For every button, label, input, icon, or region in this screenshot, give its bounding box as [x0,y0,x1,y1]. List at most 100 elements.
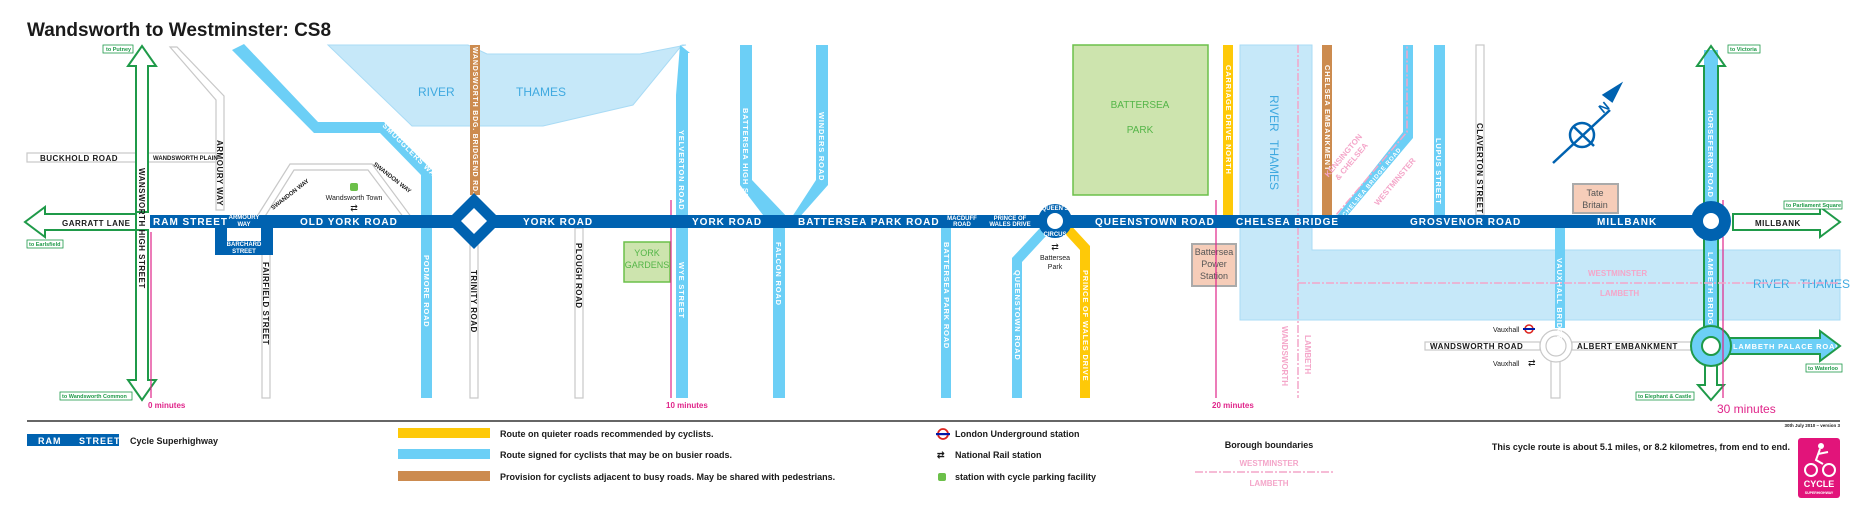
queens-circus-label-2: CIRCUS [1043,232,1066,238]
fairfield-street-label: FAIRFIELD STREET [261,262,270,345]
vauxhall-bridge [1555,228,1565,328]
arrow-to-wandsworth-common [126,229,158,402]
battersea-power-station [1191,243,1237,287]
logo-superhighway-text: SUPERHIGHWAY [1805,491,1834,495]
arrow-to-victoria [1695,44,1727,210]
macduff-small-1: MACDUFF [947,216,977,222]
vauxhall-bridge-label: VAUXHALL BRIDGE [1555,258,1564,341]
vauxhall-rail-label: Vauxhall [1493,361,1520,368]
chelsea-embankment-label: CHELSEA EMBANKMENT [1323,65,1332,171]
trinity-road-label: TRINITY ROAD [469,270,478,333]
arrow-to-earlsfield [23,205,137,239]
river-thames-area-west [326,44,687,127]
legend-superhighway-label: Cycle Superhighway [130,436,218,446]
horseferry-road [1704,50,1718,210]
wandsworth-plain-label: WANDSWORTH PLAIN [153,156,218,162]
lambeth-palace-road-label: LAMBETH PALACE ROAD [1733,342,1841,351]
segment-chelsea-bridge: CHELSEA BRIDGE [1236,217,1339,228]
buckhold-road-label: BUCKHOLD ROAD [40,154,118,163]
armoury-way-small-2: WAY [237,222,250,228]
legend-boroughs-title: Borough boundaries [1225,440,1314,450]
prince-of-wales-drive-branch [1058,220,1090,398]
tate-label-2: Britain [1582,200,1608,210]
river-thames-area-east [1239,44,1841,321]
river-label-chelsea: RIVER [1267,95,1281,132]
millbank-roundabout-inner [1703,213,1719,229]
legend-cycle-parking-icon [938,473,946,481]
borough-lambeth: LAMBETH [1600,289,1639,298]
carriage-drive-north-label: CARRIAGE DRIVE NORTH [1224,65,1233,175]
armoury-way-road [168,46,225,211]
cs8-route-line [150,215,1708,228]
tag-putney: to Putney [106,47,132,53]
vauxhall-south-road [1550,359,1561,399]
legend-boroughs-bottom: LAMBETH [1249,479,1288,488]
segment-grosvenor-road: GROSVENOR ROAD [1410,217,1521,228]
segment-york-road-1: YORK ROAD [523,217,593,228]
wandsworth-road-label: WANDSWORTH ROAD [1430,342,1523,351]
battersea-high-street-label: BATTERSEA HIGH STREET [741,108,750,222]
battersea-park-label-2: PARK [1127,125,1154,136]
rail-icon-vauxhall: ⇄ [1528,358,1536,368]
tag-victoria-box [1727,44,1761,54]
legend-underground: London Underground station [955,429,1079,439]
distance-note: This cycle route is about 5.1 miles, or … [1492,442,1790,452]
legend-superhighway-sample: RAM STREET [38,436,121,446]
prince-of-wales-drive-label: PRINCE OF WALES DRIVE [1081,270,1090,381]
smugglers-way-podmore-road [232,44,432,398]
tag-waterloo: to Waterloo [1808,366,1839,372]
battersea-park-station-2: Park [1048,264,1063,271]
yelverton-road-label: YELVERTON ROAD [677,130,686,211]
power-station-label-3: Station [1200,271,1228,281]
tag-wandsworth-common: to Wandsworth Common [62,394,128,400]
york-gardens-label-1: YORK [634,248,660,258]
lambeth-bridge-label: LAMBETH BRIDGE [1706,252,1715,331]
river-label-east: RIVER [1753,277,1790,291]
chelsea-embankment [1322,45,1332,217]
millbank-east-label: MILLBANK [1755,219,1801,228]
legend-boroughs-top: WESTMINSTER [1239,459,1298,468]
minutes-30: 30 minutes [1717,402,1776,416]
winders-road-label: WINDERS ROAD [817,112,826,181]
wandsworth-town-station: Wandsworth Town ⇄ [326,183,383,213]
queenstown-road-label: QUEENSTOWN ROAD [1013,270,1022,361]
boundary-kensington-westminster [1298,45,1408,223]
lambeth-roundabout-inner [1701,336,1721,356]
arrow-to-putney [126,44,158,213]
legend-provision: Provision for cyclists adjacent to busy … [500,472,835,482]
thames-label-east: THAMES [1800,277,1850,291]
legend-quieter-swatch [398,428,490,438]
tag-earlsfield: to Earlsfield [29,242,60,248]
rail-icon: ⇄ [350,203,358,213]
vauxhall-gyratory-inner [1545,335,1567,357]
queens-circus-inner [1047,213,1063,229]
armoury-way-small-1: ARMOURY [229,215,260,221]
compass-north-icon [1552,81,1624,164]
underground-icon-vauxhall [1523,324,1535,334]
legend-rail: National Rail station [955,450,1042,460]
wandsworth-town-label: Wandsworth Town [326,195,383,202]
lupus-street-label: LUPUS STREET [1434,138,1443,205]
borough-westminster: WESTMINSTER [1588,269,1647,278]
legend-signed: Route signed for cyclists that may be on… [500,450,732,460]
tag-parliament-square-box [1783,200,1843,210]
tate-label-1: Tate [1586,188,1603,198]
legend-provision-swatch [398,471,490,481]
podmore-road-label: PODMORE ROAD [422,255,431,328]
page-title: Wandsworth to Westminster: CS8 [27,20,331,41]
borough-wandsworth: WANDSWORTH [1280,326,1289,386]
queenstown-road-branch [1012,228,1046,398]
tag-wandsworth-common-box [59,391,133,401]
chelsea-bridge-road [1332,45,1413,222]
garratt-lane-label: GARRATT LANE [62,219,131,228]
barchard-small-2: STREET [232,249,256,255]
segment-old-york-road: OLD YORK ROAD [300,217,398,228]
segment-york-road-2: YORK ROAD [692,217,762,228]
carriage-drive-north [1223,45,1233,217]
cycle-superhighway-logo: CYCLE SUPERHIGHWAY [1798,438,1840,498]
vauxhall-underground-label: Vauxhall [1493,327,1520,334]
battersea-park-label-1: BATTERSEA [1111,100,1170,111]
segment-battersea-park-road: BATTERSEA PARK ROAD [798,217,940,228]
minutes-0: 0 minutes [148,401,186,410]
battersea-park-road-label: BATTERSEA PARK ROAD [942,242,951,349]
